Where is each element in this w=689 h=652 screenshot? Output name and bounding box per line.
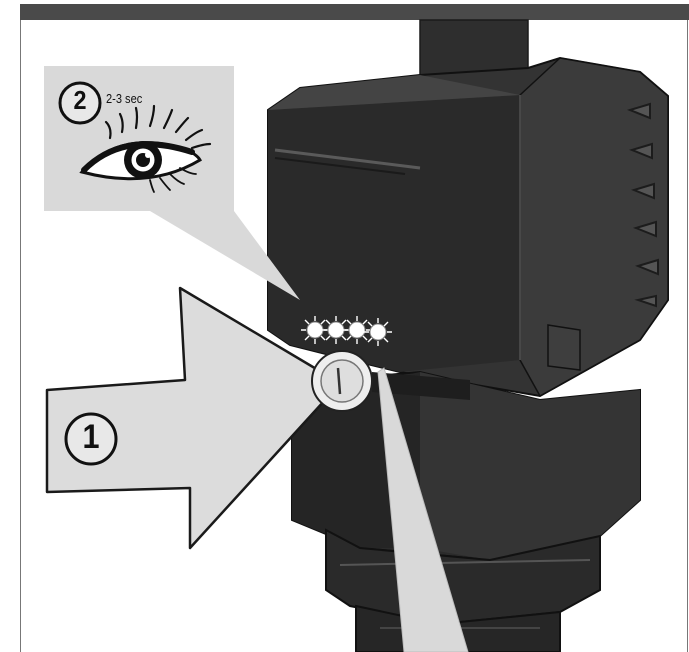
step-2-number: 2 bbox=[62, 87, 98, 113]
duration-label: 2-3 sec bbox=[106, 91, 142, 106]
push-button bbox=[312, 351, 372, 411]
device-body bbox=[268, 20, 668, 652]
step-1-number: 1 bbox=[69, 420, 114, 454]
